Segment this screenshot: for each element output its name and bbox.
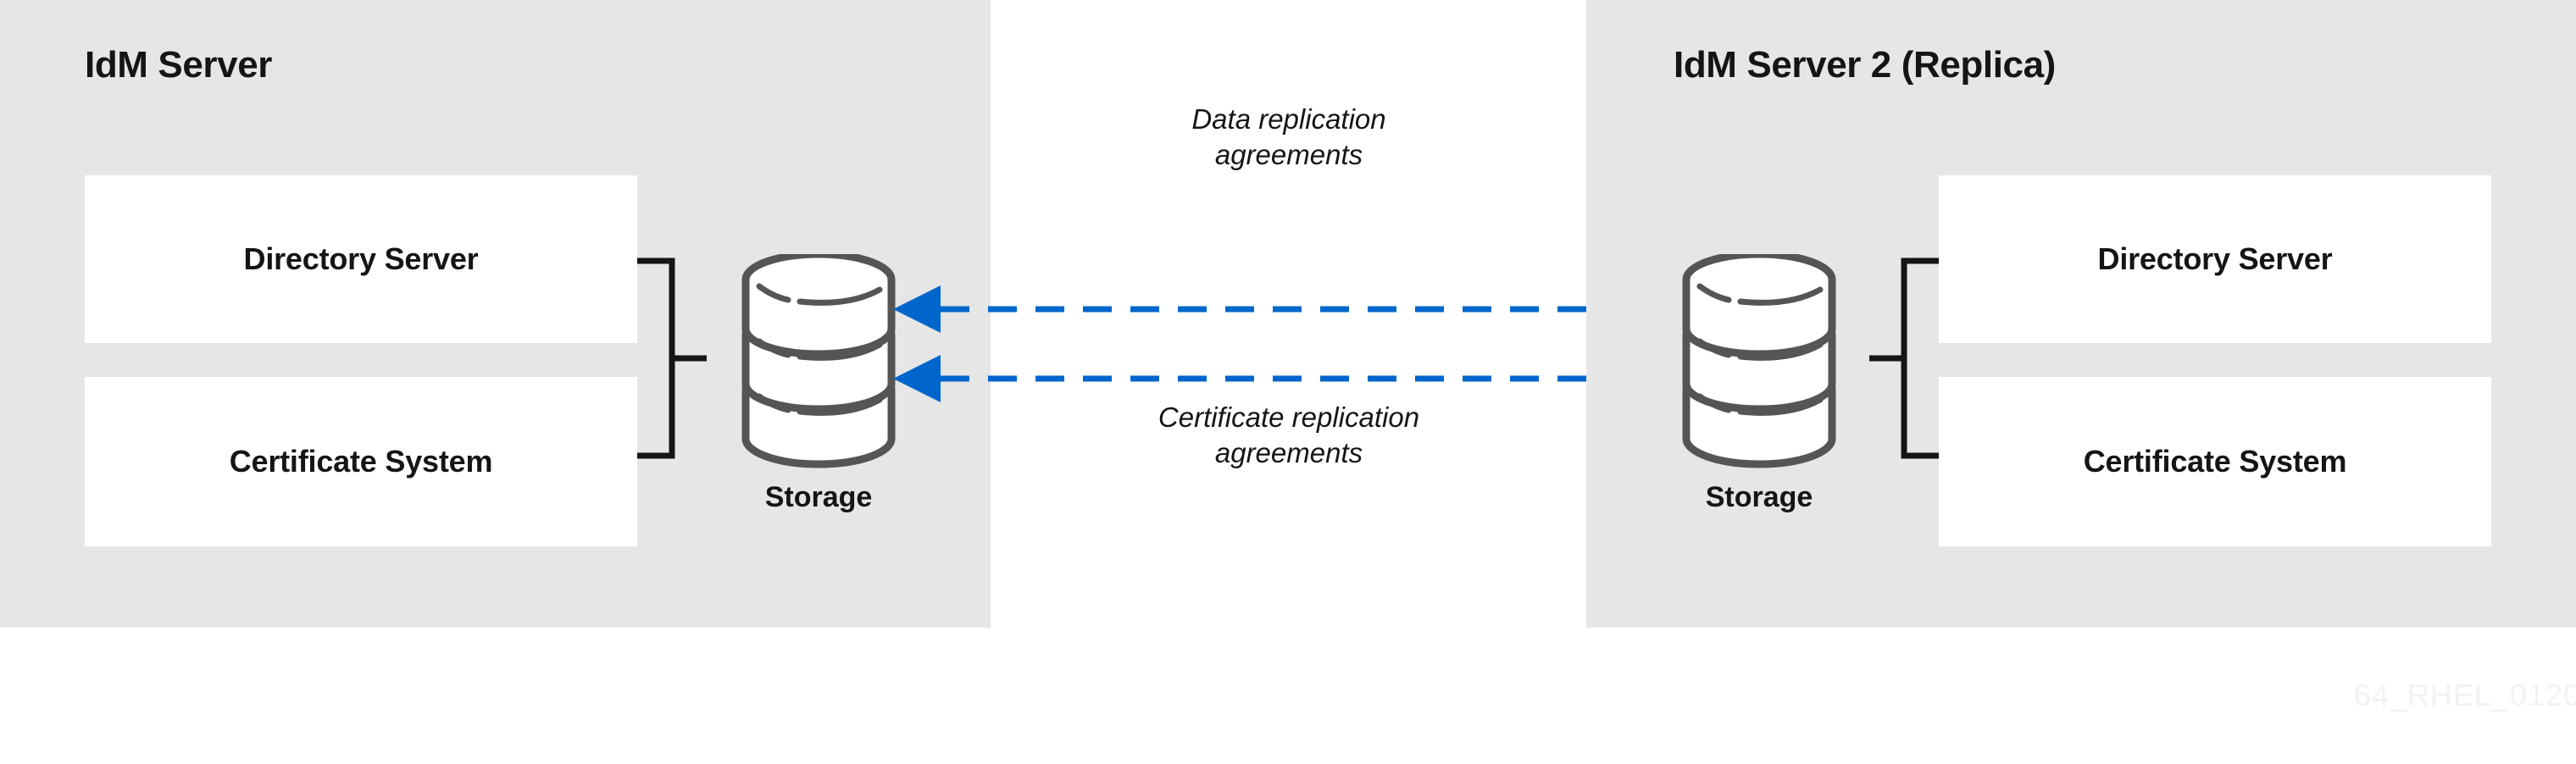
data-replication-label-line2: agreements xyxy=(1214,139,1363,171)
watermark-text: 64_RHEL_0120 xyxy=(2353,678,2576,712)
left-storage-label: Storage xyxy=(764,481,873,513)
right-storage-group: Storage xyxy=(1674,250,1844,513)
right-certificate-system-box: Certificate System xyxy=(1939,377,2491,546)
right-certificate-system-label: Certificate System xyxy=(2083,444,2347,479)
right-directory-server-box: Directory Server xyxy=(1939,175,2491,343)
certificate-replication-label-line1: Certificate replication xyxy=(1158,401,1420,433)
database-cylinder-icon xyxy=(741,250,896,468)
certificate-replication-label: Certificate replication agreements xyxy=(992,400,1585,471)
left-directory-server-label: Directory Server xyxy=(243,241,479,276)
idm-replica-title: IdM Server 2 (Replica) xyxy=(1674,44,2056,86)
left-connector-bracket xyxy=(637,257,707,459)
right-storage-label: Storage xyxy=(1705,481,1813,513)
left-certificate-system-box: Certificate System xyxy=(85,377,637,546)
right-connector-bracket xyxy=(1869,257,1939,459)
data-replication-label: Data replication agreements xyxy=(992,102,1585,173)
left-directory-server-box: Directory Server xyxy=(85,175,637,343)
left-certificate-system-label: Certificate System xyxy=(229,444,493,479)
right-directory-server-label: Directory Server xyxy=(2097,241,2333,276)
idm-server-title: IdM Server xyxy=(85,44,272,86)
data-replication-arrow xyxy=(893,285,1683,333)
database-cylinder-icon xyxy=(1682,250,1836,468)
data-replication-label-line1: Data replication xyxy=(1191,103,1386,135)
certificate-replication-label-line2: agreements xyxy=(1214,437,1363,469)
certificate-replication-arrow xyxy=(893,355,1683,402)
left-storage-group: Storage xyxy=(734,250,903,513)
